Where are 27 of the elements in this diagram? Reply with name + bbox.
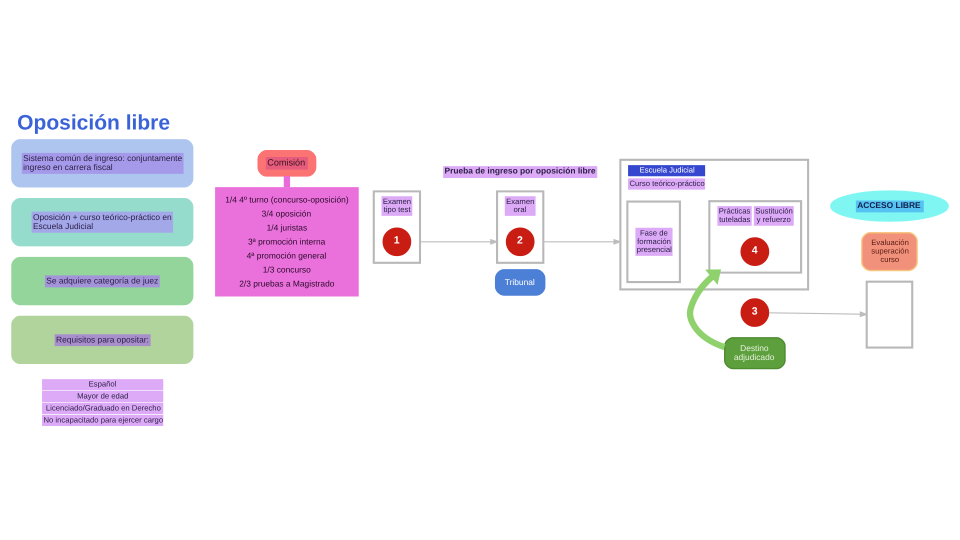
- node-label: Licenciado/Graduado en Derecho: [46, 403, 161, 412]
- node-label: Español: [88, 380, 116, 389]
- node-box: Oposición + curso teórico-práctico en Escuela Judicial: [11, 198, 194, 246]
- node-circle: 3: [740, 298, 770, 327]
- arrow: [769, 311, 868, 318]
- node-box: Destino adjudicado: [724, 337, 786, 370]
- node-box: Fase de formación presencial: [626, 200, 681, 284]
- label: Prueba de ingreso por oposición libre: [444, 166, 596, 176]
- node-box: [866, 280, 914, 349]
- node-circle: 2: [506, 227, 535, 256]
- node-box: Evaluación superación curso: [861, 232, 918, 272]
- arrow: [543, 238, 622, 245]
- node-label: No incapacitado para ejercer cargo: [43, 415, 164, 424]
- node-label: Mayor de edad: [77, 392, 128, 401]
- node-box: Tribunal: [494, 269, 546, 296]
- node-box: Requisitos para opositar:: [11, 316, 194, 364]
- node-box: Se adquiere categoría de juez: [11, 256, 194, 306]
- node-ellipse: ACCESO LIBRE: [830, 190, 949, 222]
- node-circle: 4: [740, 237, 770, 266]
- node-box: 1/4 4º turno (concurso-oposición) 3/4 oposición 1/4 juristas 3ª promoción interna 4ª promoción general 1/3 concurso 2/3 pruebas a Magistrado: [215, 187, 359, 296]
- node-circle: 1: [382, 227, 412, 256]
- connector: [284, 176, 290, 188]
- arrow: [686, 269, 726, 350]
- arrow: [420, 238, 499, 245]
- node-box: Sistema común de ingreso: conjuntamente ingreso en carrera fiscal: [11, 139, 194, 188]
- diagram-title: Oposición libre: [17, 112, 170, 135]
- node-box: Comisión: [257, 150, 316, 177]
